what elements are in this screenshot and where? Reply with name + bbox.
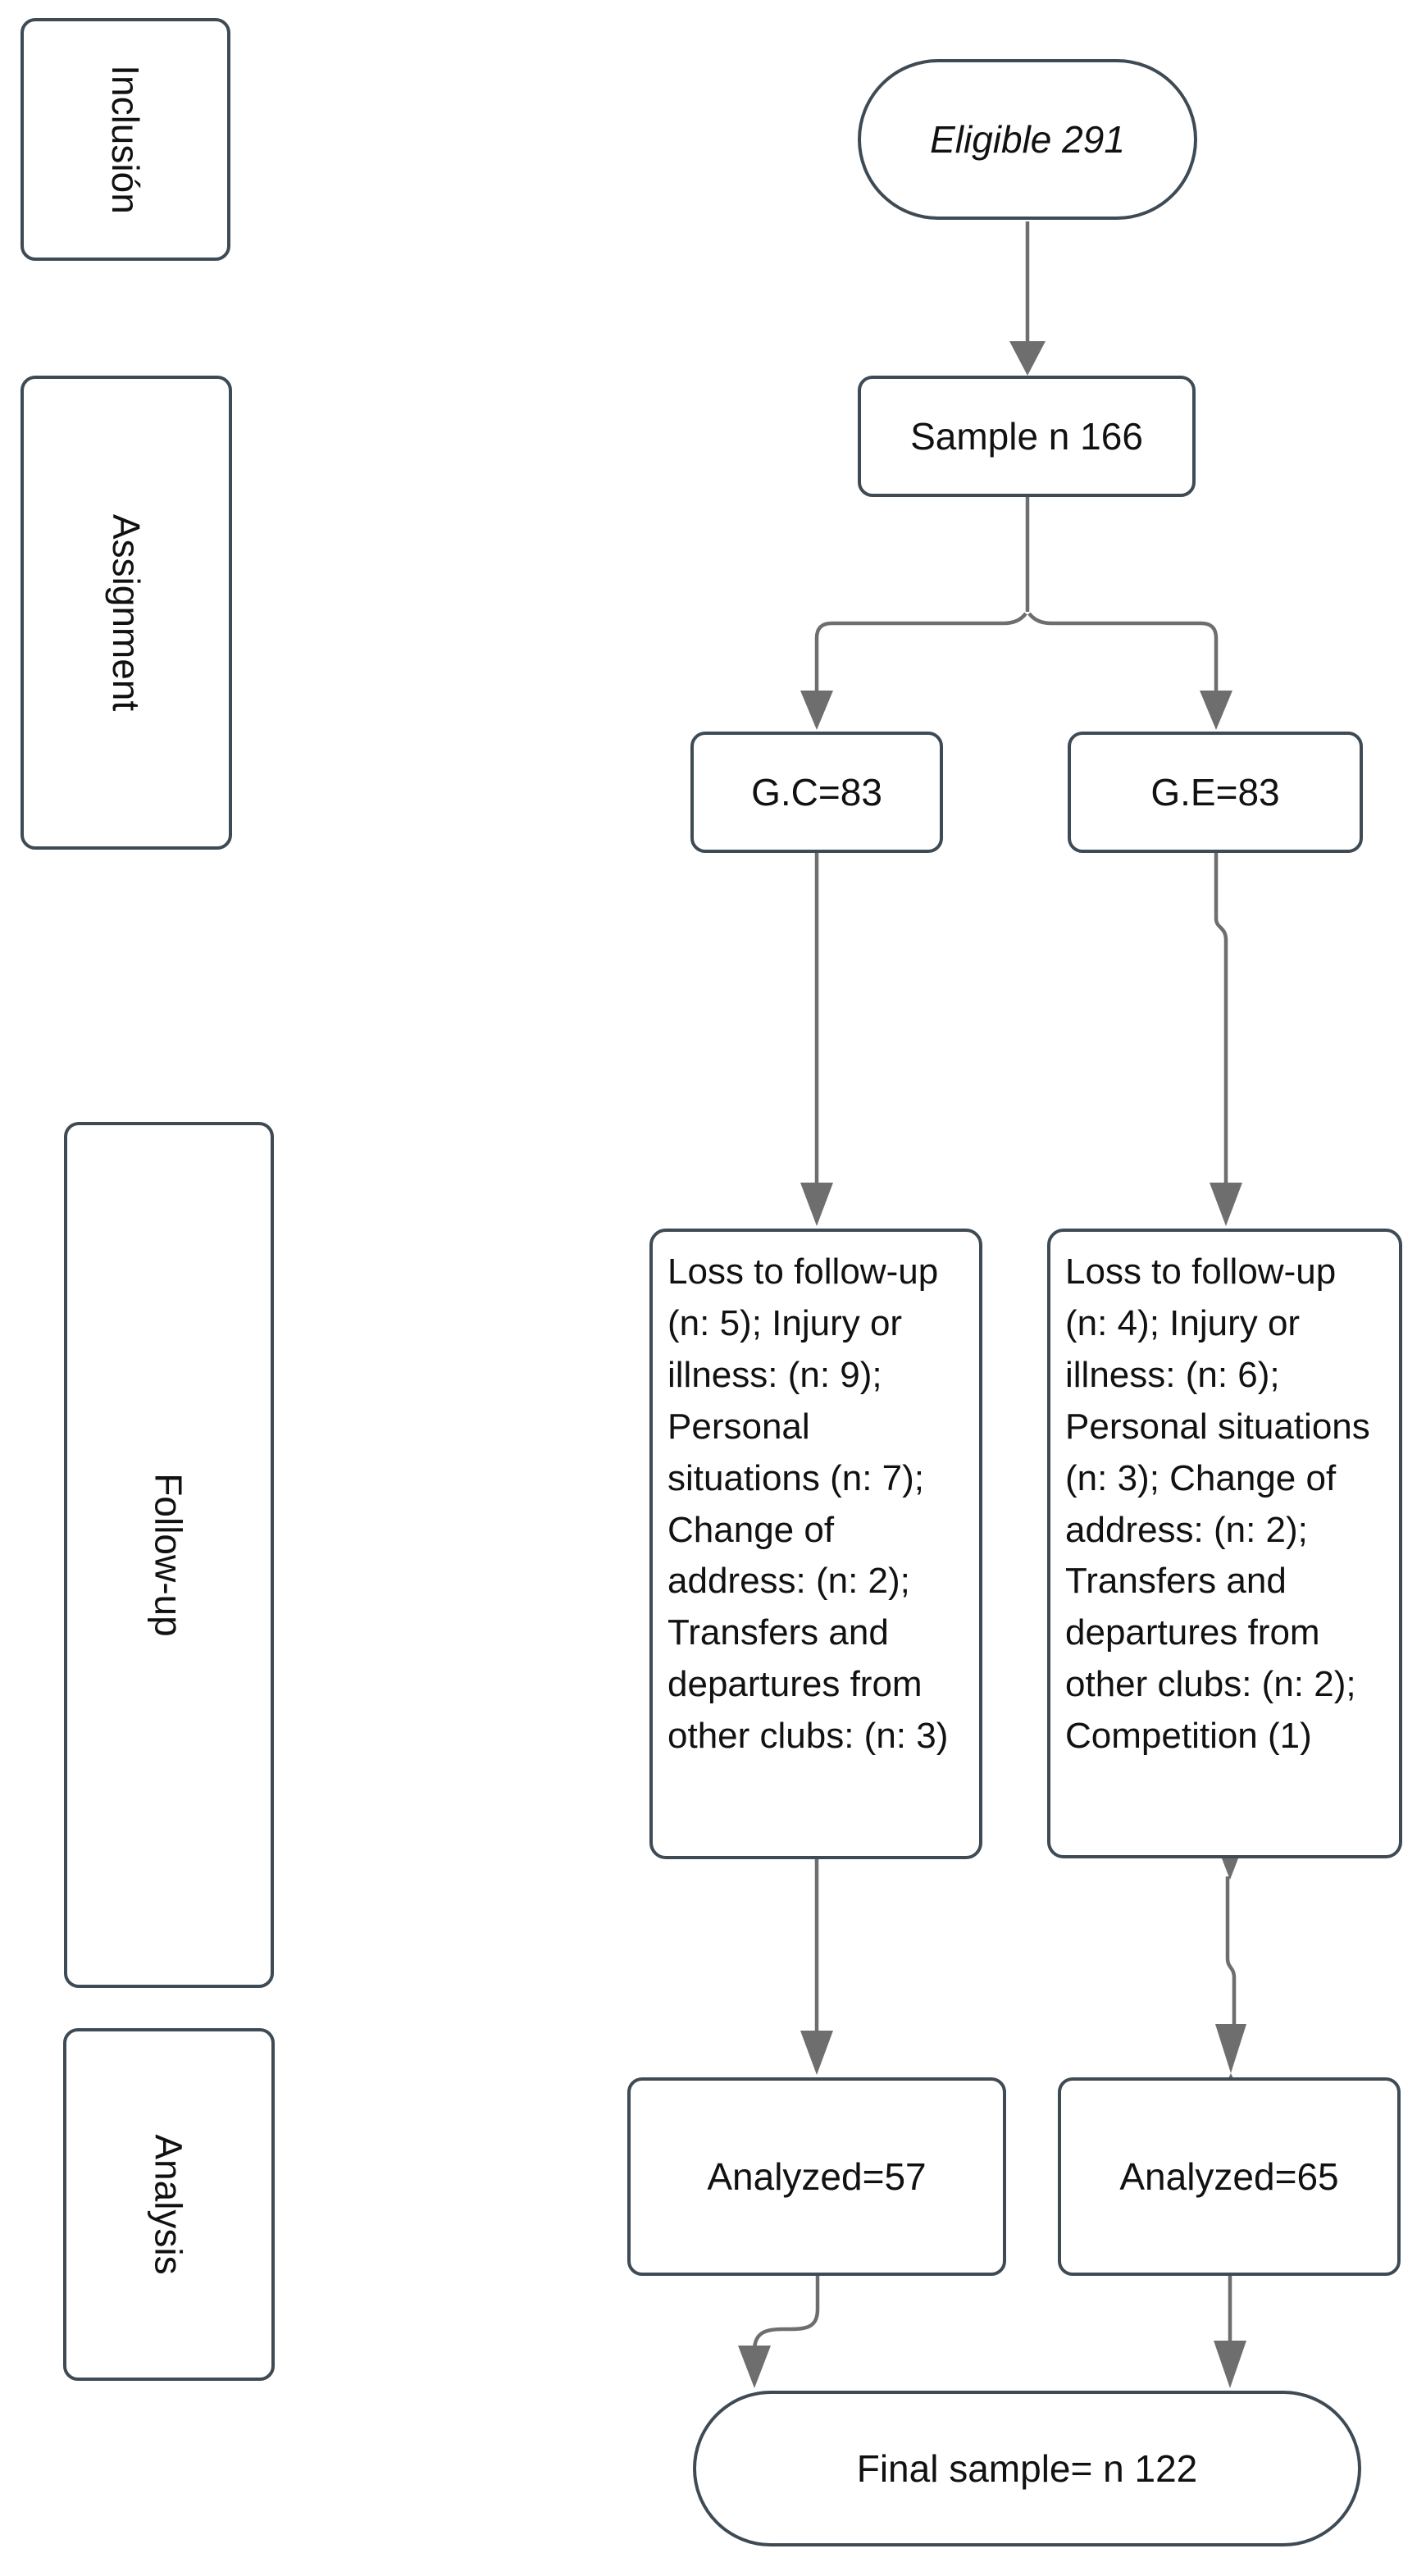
node-experimental-analyzed: Analyzed=65 xyxy=(1058,2077,1401,2276)
node-control-losses-text: Loss to follow-up (n: 5); Injury or illn… xyxy=(667,1252,949,1757)
arrowhead-analyzed65-down xyxy=(1215,2024,1246,2073)
arrow-losses-to-analyzed65 xyxy=(1225,1876,1237,2026)
stage-box-followup: Follow-up xyxy=(64,1122,274,1988)
node-eligible-label: Eligible 291 xyxy=(930,118,1125,161)
arrowhead-sample xyxy=(1009,341,1046,376)
node-experimental-analyzed-label: Analyzed=65 xyxy=(1119,2155,1339,2198)
arrow-ge-to-losses xyxy=(1214,853,1228,1186)
arrowhead-final-left xyxy=(738,2346,771,2388)
stage-label-followup: Follow-up xyxy=(147,1473,190,1637)
node-sample: Sample n 166 xyxy=(858,376,1196,497)
stage-box-assignment: Assignment xyxy=(21,376,232,850)
split-right-branch xyxy=(1027,612,1219,694)
node-control-group: G.C=83 xyxy=(690,732,943,853)
arrowhead-gc xyxy=(800,691,833,730)
stage-label-assignment: Assignment xyxy=(105,513,148,712)
node-final-sample: Final sample= n 122 xyxy=(693,2391,1361,2546)
arrowhead-analyzed57 xyxy=(800,2031,833,2075)
arrowhead-ge xyxy=(1200,691,1232,730)
node-experimental-group-label: G.E=83 xyxy=(1150,771,1280,814)
arrowhead-gc-losses xyxy=(800,1183,833,1226)
arrowhead-ge-losses xyxy=(1210,1183,1242,1226)
node-sample-label: Sample n 166 xyxy=(910,415,1143,458)
node-experimental-group: G.E=83 xyxy=(1068,732,1363,853)
node-experimental-losses-text: Loss to follow-up (n: 4); Injury or illn… xyxy=(1065,1252,1370,1757)
node-control-analyzed: Analyzed=57 xyxy=(627,2077,1006,2276)
split-left-branch xyxy=(814,612,1027,694)
node-experimental-losses: Loss to follow-up (n: 4); Injury or illn… xyxy=(1047,1229,1402,1858)
stage-box-inclusion: Inclusión xyxy=(21,18,230,261)
node-eligible: Eligible 291 xyxy=(858,59,1197,220)
node-control-group-label: G.C=83 xyxy=(751,771,882,814)
stage-box-analysis: Analysis xyxy=(63,2028,275,2381)
node-final-sample-label: Final sample= n 122 xyxy=(856,2447,1198,2490)
arrow-analyzed57-to-final xyxy=(752,2276,820,2351)
stage-label-inclusion: Inclusión xyxy=(104,65,147,214)
stage-label-analysis: Analysis xyxy=(147,2134,190,2275)
arrowhead-final-right xyxy=(1214,2341,1246,2388)
node-control-analyzed-label: Analyzed=57 xyxy=(707,2155,927,2198)
node-control-losses: Loss to follow-up (n: 5); Injury or illn… xyxy=(649,1229,982,1859)
